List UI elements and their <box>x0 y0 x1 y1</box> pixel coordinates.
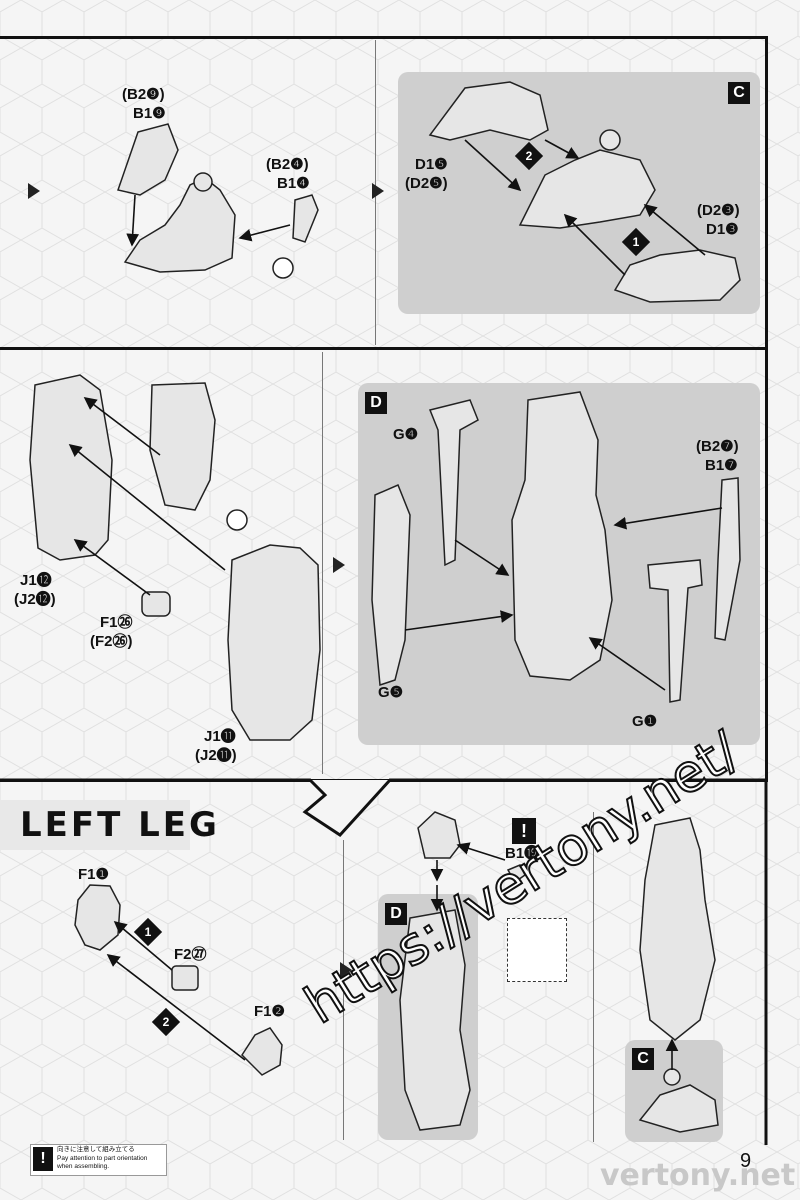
box-badge-d-small: D <box>385 903 407 925</box>
assembly-arrow <box>126 194 140 247</box>
part-thigh-frame-icon <box>149 382 216 511</box>
note-text-jp: 向きに注意して組み立てる <box>57 1146 135 1153</box>
row-separator-1 <box>0 347 768 350</box>
assembly-arrow <box>563 213 626 276</box>
watermark-site: vertony.net <box>600 1158 796 1193</box>
label-j2-11: (J2⓫) <box>195 747 237 764</box>
part-b1-4-icon <box>292 194 319 243</box>
part-d1-5-icon <box>428 81 549 141</box>
assembly-arrow <box>613 507 723 530</box>
ball-joint-icon <box>599 129 621 151</box>
assembly-arrow <box>456 842 506 861</box>
part-hip-small-icon <box>638 1084 719 1133</box>
step-arrow-icon <box>333 557 345 573</box>
part-j1-12-icon <box>29 374 113 561</box>
step-arrow-icon <box>340 962 352 978</box>
part-shin-core-icon <box>511 391 613 681</box>
sequence-marker-1: 1 <box>133 917 163 947</box>
label-b2-4: (B2❹) <box>266 156 309 173</box>
step-arrow-icon <box>372 183 384 199</box>
sequence-marker-1: 1 <box>621 227 651 257</box>
label-f1-2: F1❷ <box>254 1003 285 1020</box>
label-b1-4: B1❹ <box>277 175 310 192</box>
part-f1-26-icon <box>141 591 171 617</box>
label-d1-5: D1❺ <box>415 156 448 173</box>
column-separator-bottom-2 <box>593 812 594 1142</box>
label-b1-7: B1❼ <box>705 457 738 474</box>
section-title-band <box>0 800 190 850</box>
label-f2-27: F2㉗ <box>174 946 207 963</box>
assembly-arrow <box>454 539 510 576</box>
part-cover-icon <box>518 149 656 229</box>
section-transition-line <box>0 778 768 837</box>
assembly-arrow <box>544 139 580 159</box>
part-lower-leg-icon <box>399 909 471 1131</box>
assembly-arrow <box>588 637 666 691</box>
label-j1-12: J1⓬ <box>20 572 52 589</box>
label-f1-1: F1❶ <box>78 866 109 883</box>
label-d2-5: (D2❺) <box>405 175 448 192</box>
sequence-marker-2: 2 <box>514 141 544 171</box>
part-j1-11-icon <box>227 544 321 741</box>
column-separator-middle <box>322 352 323 774</box>
assembly-arrow <box>404 610 514 631</box>
label-b2-9: (B2❾) <box>122 86 165 103</box>
label-g4: G❹ <box>393 426 419 443</box>
label-j1-11: J1⓫ <box>204 728 236 745</box>
note-text-en-2: when assembling. <box>57 1163 110 1170</box>
part-b1-9-icon <box>117 123 179 196</box>
ball-joint-icon <box>663 1068 681 1086</box>
box-badge-c: C <box>728 82 750 104</box>
label-g5: G❺ <box>378 684 404 701</box>
part-g1-icon <box>647 559 703 703</box>
label-b2-7: (B2❼) <box>696 438 739 455</box>
assembly-arrow <box>113 920 173 971</box>
label-d2-3: (D2❸) <box>697 202 740 219</box>
section-title: LEFT LEG <box>20 805 220 845</box>
label-g1: G❶ <box>632 713 658 730</box>
orientation-note: ! 向きに注意して組み立てる Pay attention to part ori… <box>30 1144 167 1176</box>
page-number: 9 <box>740 1150 752 1172</box>
part-full-leg-icon <box>639 817 716 1041</box>
part-f1-1-icon <box>74 884 121 951</box>
part-g4-icon <box>428 399 479 567</box>
label-b1-9: B1❾ <box>133 105 166 122</box>
warning-icon: ! <box>33 1147 53 1171</box>
part-b1-7-icon <box>714 477 741 641</box>
assembly-arrow <box>238 224 291 242</box>
assembly-arrow <box>643 203 706 256</box>
assembly-arrow <box>83 397 161 456</box>
label-j2-12: (J2⓬) <box>14 591 56 608</box>
part-f1-2-icon <box>241 1027 283 1076</box>
detail-marker-icon <box>226 509 248 531</box>
note-text-en-1: Pay attention to part orientation <box>57 1154 148 1162</box>
assembly-arrow <box>68 443 226 571</box>
orientation-warning-icon: ! <box>512 818 536 844</box>
part-b1-19-icon <box>506 864 526 884</box>
box-badge-d: D <box>365 392 387 414</box>
assembly-arrow <box>73 539 151 596</box>
step-arrow-icon <box>28 183 40 199</box>
part-f2-27-icon <box>171 965 199 991</box>
sequence-marker-2: 2 <box>151 1007 181 1037</box>
part-d1-3-icon <box>613 249 741 303</box>
orientation-detail-box <box>507 918 567 982</box>
label-f2-26: (F2㉖) <box>90 633 133 650</box>
cut-marker-icon <box>272 257 294 279</box>
assembly-arrow <box>106 954 246 1061</box>
label-b1-19: B1⓳ <box>505 845 540 862</box>
part-knee-icon <box>417 811 461 859</box>
assembly-arrow <box>464 139 522 192</box>
box-badge-c-small: C <box>632 1048 654 1070</box>
label-d1-3: D1❸ <box>706 221 739 238</box>
column-separator-bottom-1 <box>343 840 344 1140</box>
part-g5-icon <box>371 484 411 687</box>
label-f1-26: F1㉖ <box>100 614 133 631</box>
ball-joint-icon <box>193 172 213 192</box>
